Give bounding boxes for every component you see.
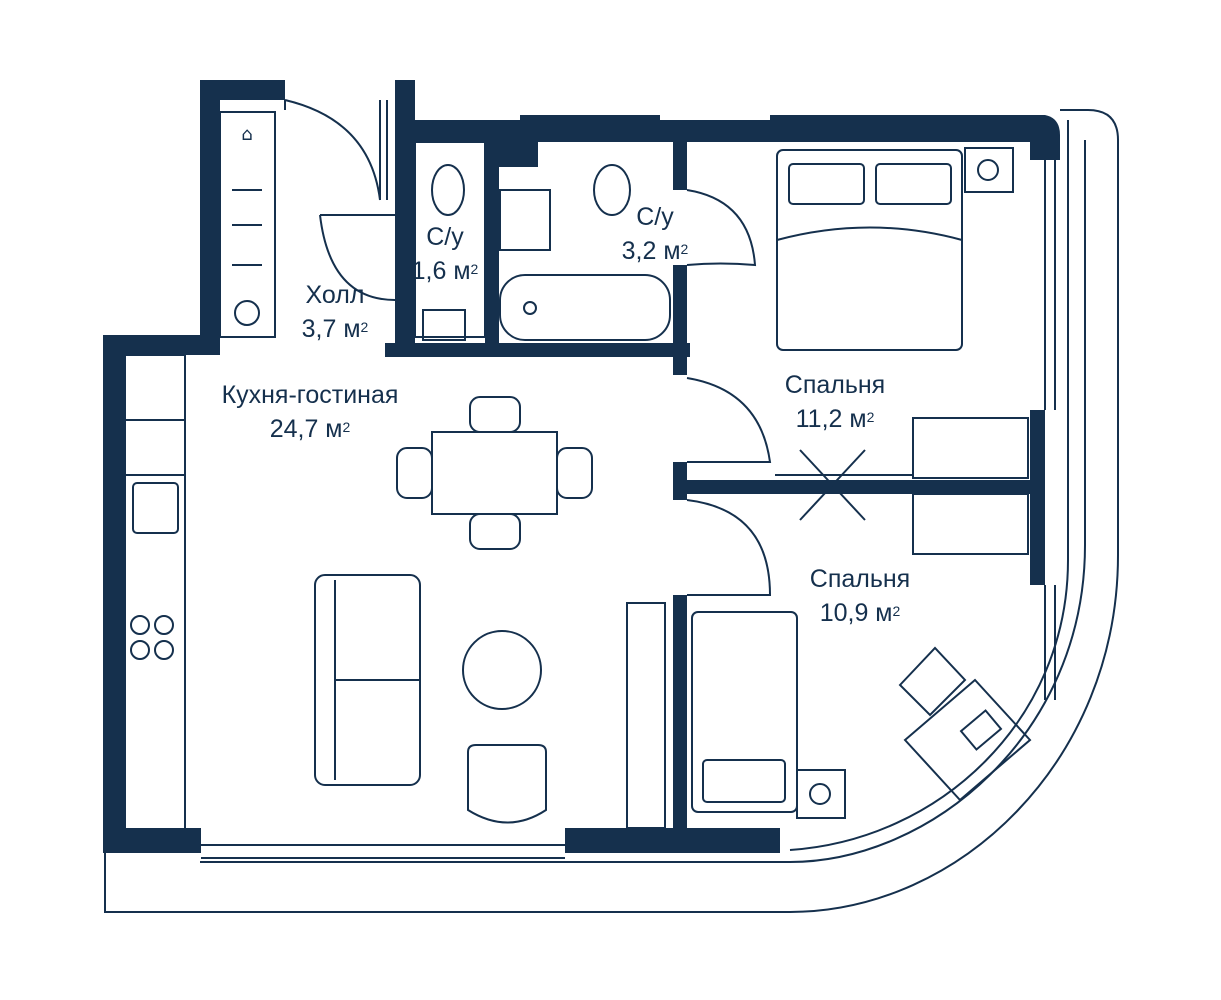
room-label-bedroom-2: Спальня 10,9 м2 bbox=[790, 562, 930, 630]
room-label-bathroom-2: С/у 3,2 м2 bbox=[600, 200, 710, 268]
dining-table-icon bbox=[431, 431, 558, 515]
svg-text:⌂: ⌂ bbox=[241, 124, 252, 145]
room-area: 10,9 м2 bbox=[819, 599, 901, 627]
room-label-hall: Холл 3,7 м2 bbox=[280, 278, 390, 346]
room-name: Спальня bbox=[784, 371, 886, 399]
kitchen-counter-icon bbox=[124, 354, 186, 831]
double-bed-icon bbox=[776, 149, 963, 351]
toilet-icon bbox=[593, 164, 631, 216]
round-table-icon bbox=[462, 630, 542, 710]
wardrobe-icon: ⌂ bbox=[219, 111, 276, 338]
room-area: 24,7 м2 bbox=[269, 415, 351, 443]
bedroom-wardrobes bbox=[775, 417, 1029, 555]
room-area: 11,2 м2 bbox=[795, 405, 875, 433]
room-area: 3,7 м2 bbox=[301, 315, 369, 343]
sink-icon bbox=[422, 309, 466, 341]
room-name: Кухня-гостиная bbox=[221, 381, 399, 409]
sofa-icon bbox=[314, 574, 421, 786]
laptop-icon bbox=[959, 709, 1003, 751]
room-name: С/у bbox=[636, 203, 674, 231]
doors bbox=[284, 99, 772, 596]
armchair-icon bbox=[467, 744, 547, 824]
room-name: Холл bbox=[305, 281, 365, 309]
room-area: 1,6 м2 bbox=[411, 257, 479, 285]
sink-icon bbox=[132, 482, 179, 534]
nightstand-icon bbox=[796, 769, 846, 819]
room-name: С/у bbox=[426, 223, 464, 251]
walls bbox=[103, 80, 1060, 853]
stove-icon bbox=[130, 615, 174, 660]
nightstand-icon bbox=[964, 147, 1014, 193]
sink-icon bbox=[499, 189, 551, 251]
washing-machine-icon bbox=[234, 300, 260, 326]
desk-icon bbox=[898, 646, 1032, 802]
toilet-icon bbox=[431, 164, 465, 216]
bathroom-2-fixtures bbox=[499, 164, 671, 341]
bathroom-1-fixtures bbox=[414, 141, 486, 341]
bathtub-icon bbox=[499, 274, 671, 341]
wardrobe-icon bbox=[626, 602, 666, 829]
windows bbox=[201, 121, 1056, 859]
room-label-bedroom-1: Спальня 11,2 м2 bbox=[765, 368, 905, 436]
chair-icon bbox=[396, 396, 593, 550]
room-name: Спальня bbox=[809, 565, 911, 593]
room-area: 3,2 м2 bbox=[621, 237, 689, 265]
single-bed-icon bbox=[691, 611, 798, 813]
room-label-bathroom-1: С/у 1,6 м2 bbox=[395, 220, 495, 288]
room-label-kitchen-living: Кухня-гостиная 24,7 м2 bbox=[190, 378, 430, 446]
